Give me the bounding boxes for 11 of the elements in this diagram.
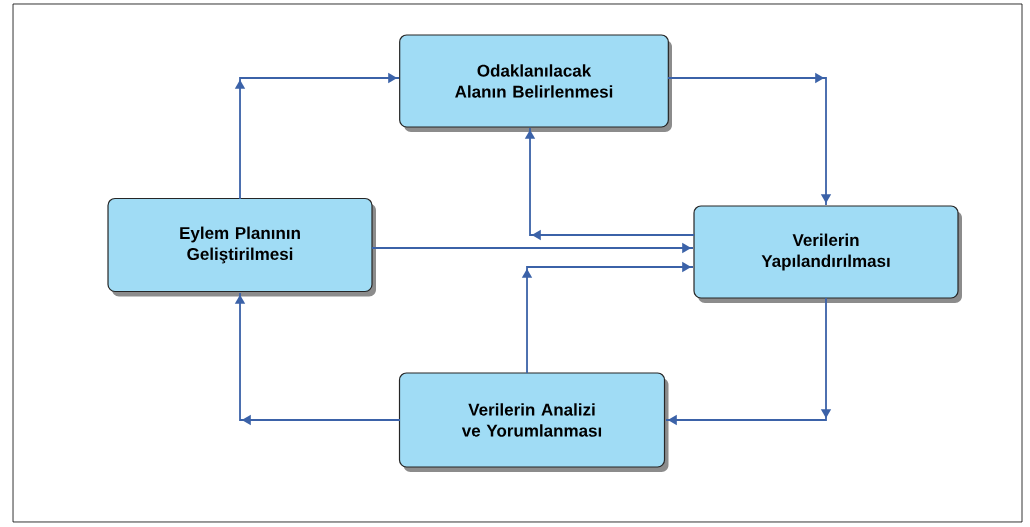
arrow (234, 292, 401, 426)
process-box: Verilerin Yapılandırılması (693, 205, 962, 303)
process-box: Eylem Planının Geliştirilmesi (107, 197, 376, 297)
process-box: Odaklanılacak Alanın Belirlenmesi (399, 34, 672, 132)
process-box: Verilerin Analizi ve Yorumlanması (398, 372, 669, 472)
arrow (234, 72, 400, 200)
arrow (371, 242, 694, 254)
arrow (521, 261, 694, 374)
arrow (665, 297, 832, 426)
arrow (524, 127, 695, 241)
arrow (667, 72, 832, 206)
